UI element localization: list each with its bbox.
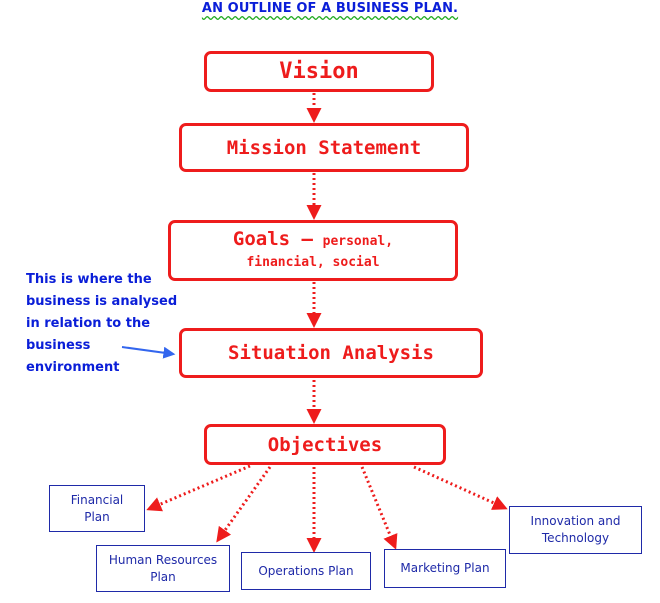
vision-box: Vision bbox=[204, 51, 434, 92]
marketing-plan-box: Marketing Plan bbox=[384, 549, 506, 588]
arrow-to-financial bbox=[146, 464, 251, 512]
goals-box: Goals – personal, financial, social bbox=[168, 220, 458, 281]
note-line-3: in relation to the bbox=[26, 316, 151, 331]
marketing-plan-label: Marketing Plan bbox=[400, 561, 490, 575]
arrow-to-marketing bbox=[360, 466, 398, 550]
innovation-technology-box: Innovation and Technology bbox=[509, 506, 642, 554]
innovation-line-2: Technology bbox=[541, 531, 610, 545]
note-line-4: business bbox=[26, 338, 91, 353]
operations-plan-box: Operations Plan bbox=[241, 552, 371, 590]
arrow-to-innovation bbox=[413, 465, 508, 510]
note-line-2: business is analysed bbox=[26, 294, 178, 309]
vision-label: Vision bbox=[279, 59, 359, 84]
objectives-label: Objectives bbox=[267, 433, 383, 456]
situation-analysis-label: Situation Analysis bbox=[228, 342, 434, 364]
goals-label: Goals – bbox=[232, 227, 313, 250]
human-resources-line-2: Plan bbox=[150, 569, 176, 584]
situation-note: This is where the business is analysed i… bbox=[26, 269, 186, 379]
arrow-to-human bbox=[216, 466, 272, 543]
mission-statement-box: Mission Statement bbox=[179, 123, 469, 172]
note-line-1: This is where the bbox=[26, 272, 152, 287]
goals-sub-1: personal, bbox=[322, 233, 394, 249]
note-line-5: environment bbox=[26, 360, 120, 375]
financial-plan-line-1: Financial bbox=[70, 492, 124, 507]
human-resources-plan-box: Human Resources Plan bbox=[96, 545, 230, 592]
financial-plan-line-2: Plan bbox=[84, 509, 110, 524]
operations-plan-label: Operations Plan bbox=[258, 563, 354, 578]
situation-analysis-box: Situation Analysis bbox=[179, 328, 483, 378]
page-title: AN OUTLINE OF A BUSINESS PLAN. bbox=[201, 1, 459, 16]
mission-statement-label: Mission Statement bbox=[226, 136, 422, 159]
human-resources-line-1: Human Resources bbox=[108, 552, 218, 567]
financial-plan-box: Financial Plan bbox=[49, 485, 145, 532]
objectives-box: Objectives bbox=[204, 424, 446, 465]
goals-sub-2: financial, social bbox=[246, 254, 380, 270]
note-arrow bbox=[121, 346, 176, 359]
innovation-line-1: Innovation and bbox=[530, 514, 621, 528]
